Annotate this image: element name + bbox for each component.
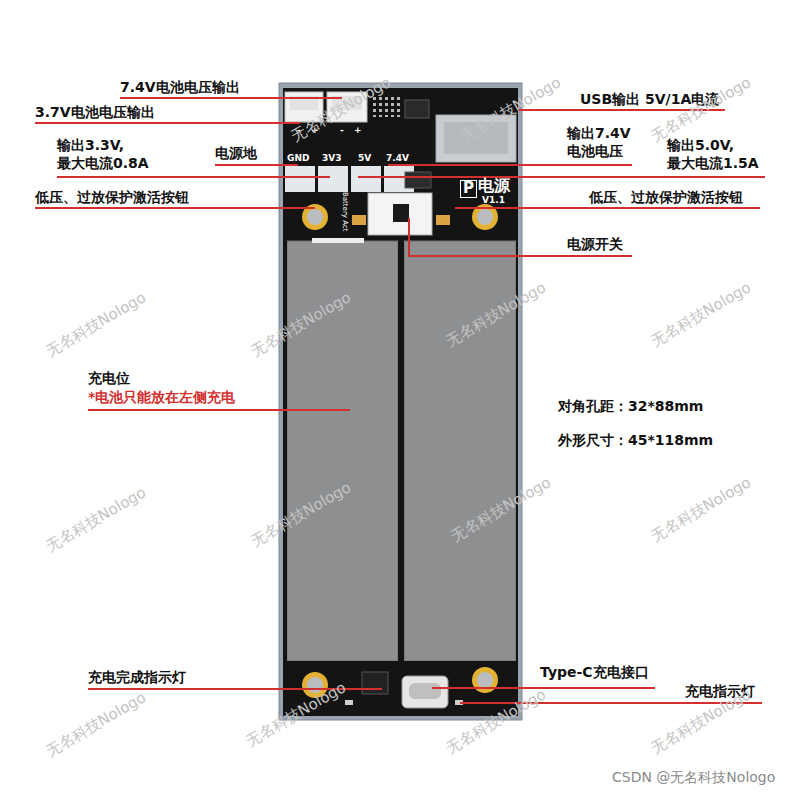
silkscreen-logo: P xyxy=(460,180,477,198)
callout-label: 充电完成指示灯 xyxy=(88,668,186,686)
version-label: V1.1 xyxy=(482,196,505,205)
callout-label: 3.7V电池电压输出 xyxy=(35,103,155,121)
watermark: 无名科技Nologo xyxy=(43,688,150,761)
polarity-mark: - xyxy=(340,126,344,135)
watermark: 无名科技Nologo xyxy=(43,288,150,361)
callout-label: 电源地 xyxy=(215,144,257,162)
watermark: 无名科技Nologo xyxy=(648,473,755,546)
callout-label: 输出3.3V, 最大电流0.8A xyxy=(57,136,149,172)
pin-label: 7.4V xyxy=(386,154,409,163)
watermark: 无名科技Nologo xyxy=(43,483,150,556)
callout-label: 7.4V电池电压输出 xyxy=(120,78,240,96)
warning-note: *电池只能放在左侧充电 xyxy=(88,388,235,406)
callout-label: Type-C充电接口 xyxy=(540,663,649,681)
watermark: 无名科技Nologo xyxy=(648,278,755,351)
callout-label: 电源开关 xyxy=(567,235,623,253)
watermark-caption: CSDN @无名科技Nologo xyxy=(612,768,775,786)
callout-label: 低压、过放保护激活按钮 xyxy=(35,188,189,206)
silkscreen-text: 电源 xyxy=(478,178,510,194)
callout-label: 低压、过放保护激活按钮 xyxy=(589,188,743,206)
dimension-label: 对角孔距：32*88mm xyxy=(558,397,703,415)
pin-label: 3V3 xyxy=(322,154,342,163)
callout-label: 输出7.4V 电池电压 xyxy=(567,124,631,160)
callout-label: 充电位 xyxy=(88,369,130,387)
silkscreen-text: Battery Act xyxy=(341,192,348,231)
dimension-label: 外形尺寸：45*118mm xyxy=(558,431,713,449)
callout-label: 输出5.0V, 最大电流1.5A xyxy=(667,136,759,172)
pin-label: GND xyxy=(287,154,309,163)
pin-label: 5V xyxy=(358,154,371,163)
polarity-mark: + xyxy=(354,126,362,135)
